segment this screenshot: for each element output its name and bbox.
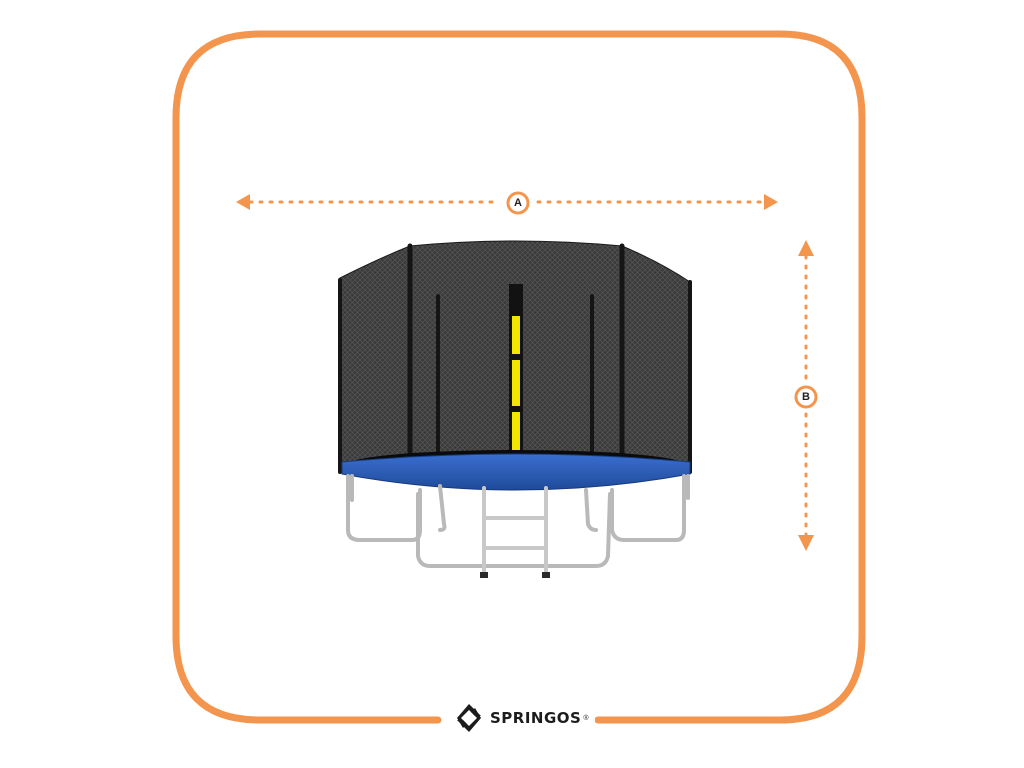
height-dimension-arrow (794, 240, 818, 551)
trampoline-legs (346, 474, 690, 568)
width-dimension-arrow (236, 191, 778, 215)
springos-logo-icon (457, 704, 481, 732)
brand-name: SPRINGOS (490, 709, 582, 727)
marker-b-circle (794, 385, 818, 409)
net-door-zipper (509, 284, 523, 466)
trampoline-ladder (480, 486, 550, 578)
brand-trademark: ® (583, 714, 589, 722)
frame-border (172, 30, 866, 724)
marker-b-label: B (802, 391, 810, 403)
net-poles (338, 243, 692, 481)
brand-logo: SPRINGOS® (450, 700, 595, 736)
spring-pad (341, 453, 691, 491)
trampoline-illustration (338, 240, 692, 578)
marker-a-label: A (514, 197, 522, 209)
marker-a-circle (506, 191, 530, 215)
